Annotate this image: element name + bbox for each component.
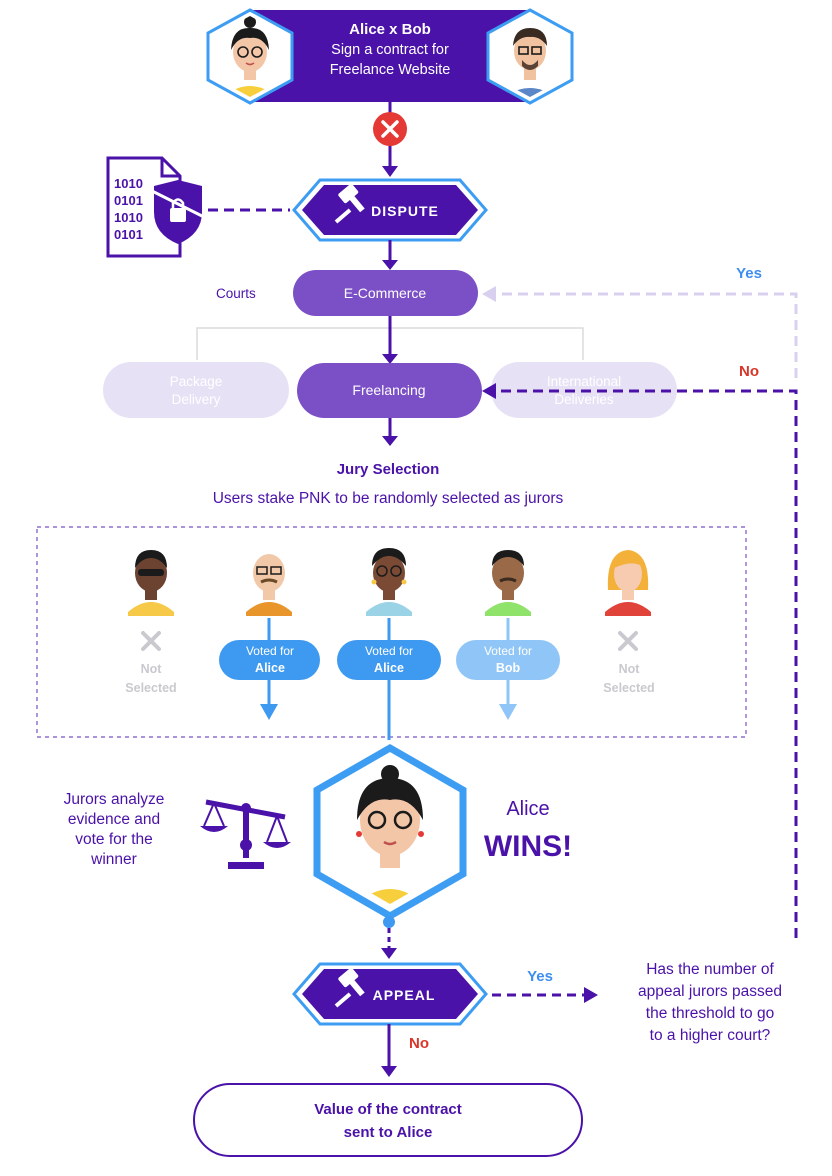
juror-5-status-line1: Not (619, 662, 641, 676)
analyze-line2: evidence and (68, 811, 160, 828)
evidence-bits-4: 0101 (114, 227, 143, 242)
appeal-gavel-icon (338, 967, 365, 997)
analyze-line3: vote for the (75, 831, 153, 848)
juror-2-vote-badge: Voted for Alice (219, 640, 320, 680)
juror-4-vote-badge: Voted for Bob (456, 640, 560, 680)
court-ecommerce: E-Commerce (293, 270, 478, 316)
court-ecommerce-label: E-Commerce (344, 285, 427, 301)
juror-1 (128, 550, 174, 616)
appeal-label: APPEAL (373, 987, 436, 1003)
juror-3-vote-badge: Voted for Alice (337, 640, 441, 680)
juror-2-vote-line1: Voted for (246, 644, 294, 658)
alice-avatar (206, 8, 294, 105)
jury-pool-box (36, 526, 747, 738)
court-package-line2: Delivery (172, 392, 221, 407)
appeal-no-label: No (409, 1035, 429, 1052)
arrow-head (382, 166, 398, 177)
juror-4-vote-line2: Bob (496, 661, 521, 675)
jury-title: Jury Selection (337, 461, 440, 478)
winner-dot (383, 916, 395, 928)
court-freelancing-label: Freelancing (352, 382, 425, 398)
not-selected-icon-5 (618, 631, 638, 651)
court-package-delivery: Package Delivery (103, 362, 289, 418)
loop-yes-line (482, 286, 798, 378)
winner-name: Alice (506, 798, 549, 820)
scales-of-justice-icon (200, 799, 291, 869)
question-line4: to a higher court? (650, 1027, 771, 1044)
appeal-badge: APPEAL (292, 962, 488, 1026)
analyze-line4: winner (90, 851, 137, 868)
court-package-line1: Package (170, 374, 223, 389)
courts-label: Courts (216, 286, 256, 301)
juror-2 (246, 554, 292, 616)
header-banner: Alice x Bob Sign a contract for Freelanc… (206, 8, 574, 105)
loop-no-label: No (739, 363, 759, 380)
bob-avatar (486, 8, 574, 105)
juror-5-status-line2: Selected (603, 681, 654, 695)
juror-4 (485, 550, 531, 616)
lock-icon (170, 208, 186, 222)
not-selected-icon-1 (141, 631, 161, 651)
court-international-line1: International (547, 374, 621, 389)
loop-yes-label: Yes (736, 265, 762, 282)
final-outcome: Value of the contract sent to Alice (193, 1083, 583, 1157)
court-international-line2: Deliveries (554, 392, 614, 407)
evidence-bits-2: 0101 (114, 193, 143, 208)
juror-3 (366, 548, 412, 616)
juror-1-status-line1: Not (141, 662, 163, 676)
dispute-label: DISPUTE (371, 203, 439, 219)
winner-result: WINS! (484, 830, 572, 863)
header-line2: Sign a contract for (331, 42, 449, 58)
juror-1-status-line2: Selected (125, 681, 176, 695)
evidence-document-icon: 1010 0101 1010 0101 (106, 156, 207, 258)
question-line3: the threshold to go (646, 1005, 774, 1022)
rejected-icon (373, 112, 407, 146)
appeal-yes-label: Yes (527, 968, 553, 985)
header-bar (250, 10, 530, 102)
juror-4-vote-line1: Voted for (484, 644, 532, 658)
court-freelancing: Freelancing (297, 363, 482, 418)
header-title: Alice x Bob (349, 21, 431, 38)
jury-subtitle: Users stake PNK to be randomly selected … (213, 490, 564, 507)
juror-2-vote-line2: Alice (255, 661, 285, 675)
juror-3-vote-line1: Voted for (365, 644, 413, 658)
gavel-icon (338, 183, 365, 213)
juror-5 (605, 550, 651, 616)
question-line2: appeal jurors passed (638, 983, 782, 1000)
juror-3-vote-line2: Alice (374, 661, 404, 675)
loop-no-line (482, 383, 798, 938)
header-line3: Freelance Website (330, 62, 451, 78)
analyze-line1: Jurors analyze (64, 791, 165, 808)
dispute-badge: DISPUTE (292, 178, 488, 242)
final-line1: Value of the contract (314, 1101, 462, 1118)
question-line1: Has the number of (646, 961, 774, 978)
evidence-bits-3: 1010 (114, 210, 143, 225)
winner-avatar (313, 743, 467, 921)
final-line2: sent to Alice (344, 1124, 433, 1141)
evidence-bits-1: 1010 (114, 176, 143, 191)
